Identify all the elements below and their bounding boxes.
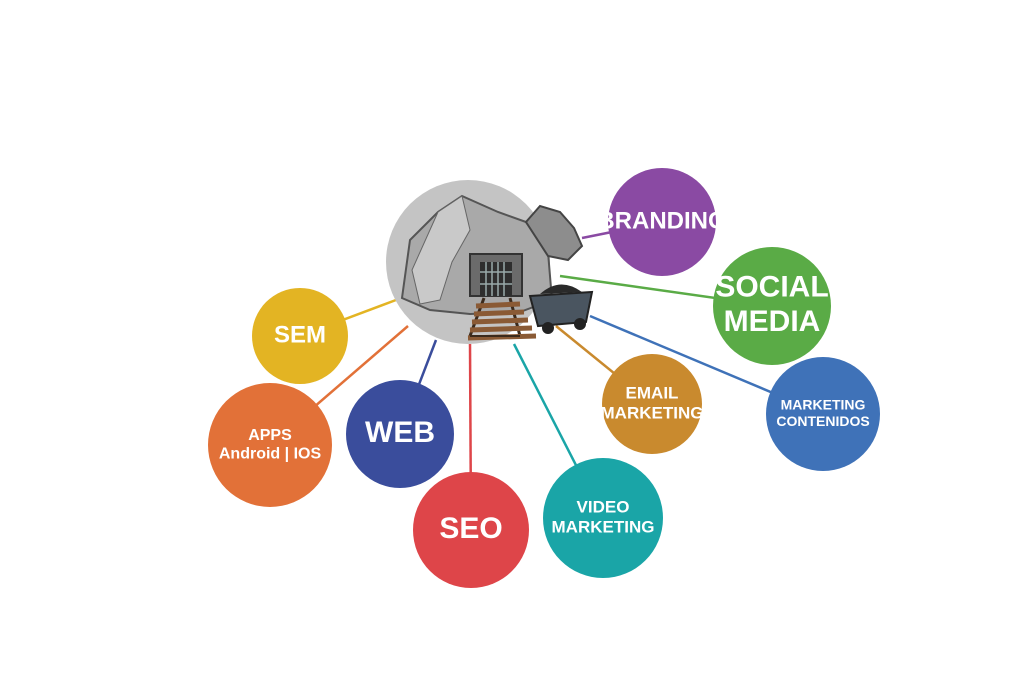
node-circle-sem — [252, 288, 348, 384]
node-label-marketing-contenidos: CONTENIDOS — [776, 413, 869, 429]
node-label-apps: Android | IOS — [219, 445, 322, 462]
connectors — [269, 220, 824, 531]
node-circle-branding — [608, 168, 716, 276]
tunnel-opening — [480, 262, 512, 296]
node-label-sem: SEM — [274, 321, 326, 348]
node-label-seo: SEO — [439, 512, 502, 545]
node-circle-email-marketing — [602, 354, 702, 454]
node-label-video-marketing: VIDEO — [577, 498, 630, 517]
node-label-social-media: SOCIAL — [715, 271, 828, 304]
mine-cart-icon — [528, 284, 594, 334]
node-circle-apps — [208, 383, 332, 507]
node-sem: SEM — [252, 288, 348, 384]
node-label-web: WEB — [365, 416, 435, 449]
node-branding: BRANDING — [597, 168, 727, 276]
node-circle-web — [346, 380, 454, 488]
tunnel-grate — [480, 262, 512, 296]
mountain-shade — [411, 195, 471, 305]
node-label-social-media: MEDIA — [724, 305, 821, 338]
rail-tracks — [467, 297, 537, 341]
node-circle-video-marketing — [543, 458, 663, 578]
node-label-email-marketing: MARKETING — [601, 403, 704, 422]
node-circle-seo — [413, 472, 529, 588]
node-label-branding: BRANDING — [597, 207, 726, 234]
rock-shape — [524, 204, 584, 262]
node-circle-marketing-contenidos — [766, 357, 880, 471]
node-label-video-marketing: MARKETING — [552, 517, 655, 536]
mine-entrance-icon — [386, 180, 594, 344]
node-label-apps: APPS — [248, 427, 292, 444]
node-label-email-marketing: EMAIL — [626, 384, 679, 403]
node-seo: SEO — [413, 472, 529, 588]
service-nodes: BRANDINGSOCIALMEDIAMARKETINGCONTENIDOSEM… — [208, 168, 880, 588]
node-circle-social-media — [713, 247, 831, 365]
node-label-marketing-contenidos: MARKETING — [781, 397, 866, 413]
node-web: WEB — [346, 380, 454, 488]
